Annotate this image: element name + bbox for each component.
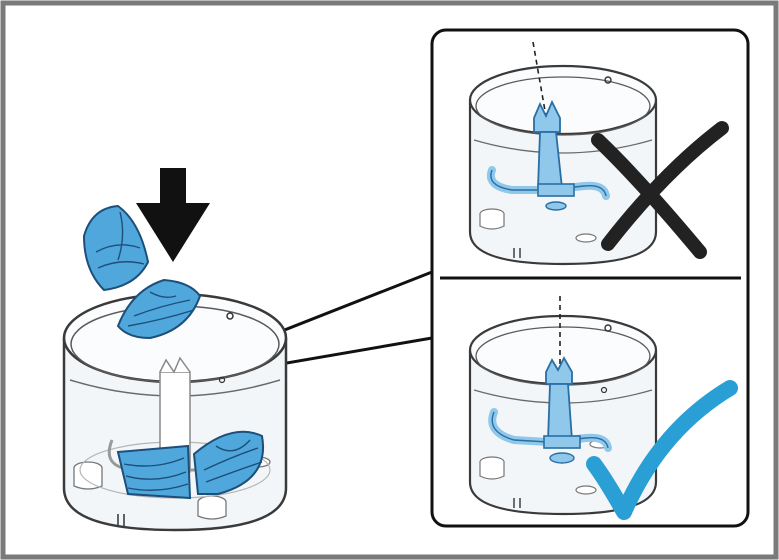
chopper-blade: [488, 356, 612, 464]
check-icon: [586, 380, 738, 520]
down-arrow-icon: [136, 168, 210, 262]
chopper-blade: [487, 99, 610, 211]
cross-icon: [591, 121, 729, 259]
food-pieces: [82, 204, 264, 500]
main-scene: [62, 168, 433, 532]
correct-example: [468, 296, 738, 520]
wrong-example: [468, 41, 729, 266]
detail-panel: [430, 28, 750, 528]
